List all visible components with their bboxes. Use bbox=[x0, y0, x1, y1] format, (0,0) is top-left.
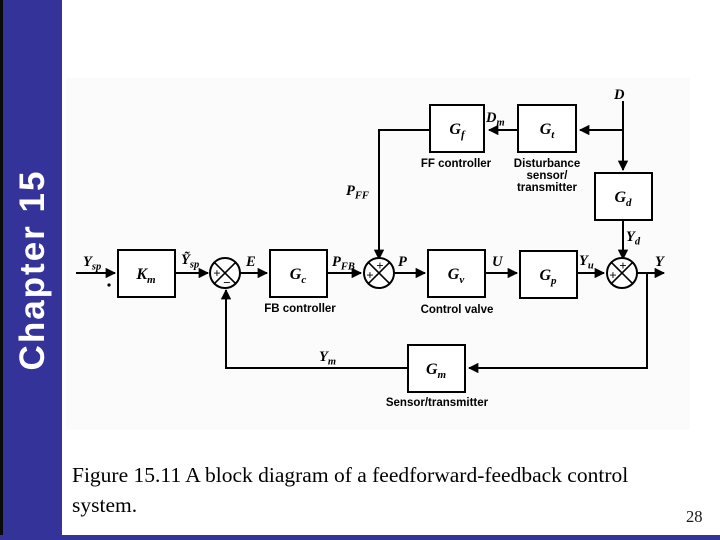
plus-sign: + bbox=[213, 266, 220, 281]
signal-ysp-tilde: Ỹsp bbox=[181, 250, 199, 271]
block-gd: Gd bbox=[594, 172, 653, 221]
plus-sign: + bbox=[376, 258, 383, 273]
signal-p: P bbox=[398, 254, 407, 270]
svg-text:Gc: Gc bbox=[290, 266, 307, 286]
block-gv: Gv bbox=[427, 249, 486, 298]
line-gm-to-junction1 bbox=[220, 288, 408, 369]
svg-text:Gf: Gf bbox=[449, 121, 466, 141]
signal-dm: Dm bbox=[485, 110, 505, 129]
signal-e: E bbox=[245, 254, 256, 270]
plus-sign: + bbox=[619, 258, 626, 273]
svg-text:Gv: Gv bbox=[448, 266, 465, 286]
caption-line2: system. bbox=[72, 493, 138, 517]
summing-junction-ff-fb: + + bbox=[363, 257, 395, 289]
summing-junction-error: + − bbox=[209, 257, 241, 290]
label-fb-controller: FB controller bbox=[264, 303, 336, 315]
block-gm: Gm bbox=[407, 344, 466, 393]
left-border bbox=[0, 0, 3, 540]
signal-yu: Yu bbox=[579, 253, 594, 272]
label-control-valve: Control valve bbox=[421, 304, 494, 316]
signal-yd: Yd bbox=[626, 229, 641, 248]
block-gt: Gt bbox=[517, 104, 577, 153]
label-ff-controller: FF controller bbox=[421, 158, 492, 170]
plus-sign: + bbox=[366, 268, 373, 283]
signal-pfb: PFB bbox=[332, 254, 355, 273]
page-number: 28 bbox=[686, 507, 703, 526]
signal-d: D bbox=[613, 87, 625, 103]
figure-caption: Figure 15.11 A block diagram of a feedfo… bbox=[72, 460, 708, 520]
summing-junction-output: + + bbox=[606, 257, 638, 289]
block-km: Km bbox=[117, 249, 176, 298]
stray-dot bbox=[107, 283, 111, 287]
caption-line1: Figure 15.11 A block diagram of a feedfo… bbox=[72, 463, 629, 487]
block-gf: Gf bbox=[429, 104, 485, 153]
line-gf-to-junction2 bbox=[373, 129, 430, 261]
svg-text:Gt: Gt bbox=[540, 121, 556, 141]
label-sensor: sensor/ bbox=[527, 170, 569, 182]
signal-ym: Ym bbox=[319, 349, 336, 368]
signal-y: Y bbox=[655, 254, 665, 270]
svg-text:Gp: Gp bbox=[539, 267, 557, 287]
signal-lines bbox=[76, 101, 666, 374]
signal-pff: PFF bbox=[346, 183, 369, 202]
plus-sign: + bbox=[609, 268, 616, 283]
footer-rule bbox=[0, 535, 720, 540]
label-disturbance: Disturbance bbox=[514, 158, 580, 170]
minus-sign: − bbox=[223, 275, 230, 290]
svg-text:Km: Km bbox=[135, 266, 156, 286]
block-gp: Gp bbox=[519, 250, 578, 299]
svg-text:Gm: Gm bbox=[426, 361, 447, 381]
label-transmitter: transmitter bbox=[517, 182, 578, 194]
signal-ysp: Ysp bbox=[83, 254, 101, 273]
line-y-branch-to-gm bbox=[467, 273, 648, 374]
label-sensor-transmitter: Sensor/transmitter bbox=[386, 397, 489, 409]
signal-u: U bbox=[492, 254, 504, 270]
svg-text:Gd: Gd bbox=[614, 189, 632, 209]
block-gc: Gc bbox=[269, 249, 328, 298]
chapter-sidebar: Chapter 15 bbox=[3, 0, 62, 540]
